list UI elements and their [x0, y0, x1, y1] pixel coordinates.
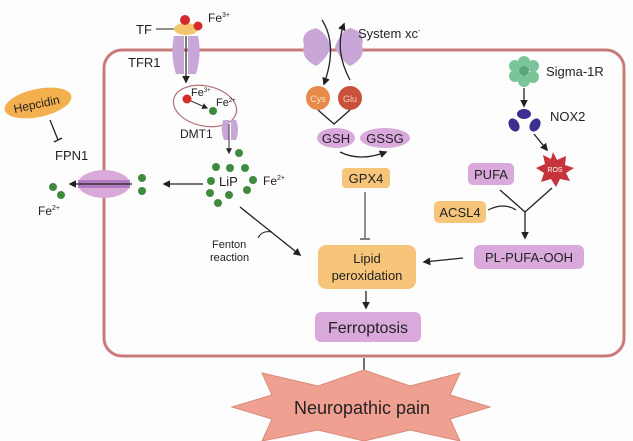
glu-molecule	[338, 86, 362, 110]
dmt1-label: DMT1	[180, 127, 213, 141]
fe2-ion	[209, 107, 217, 115]
dmt1-transporter	[221, 120, 238, 140]
acsl4-box	[434, 201, 486, 223]
hepcidin-inhibit-line	[49, 119, 59, 141]
glu-label: Glu	[343, 94, 357, 104]
hepcidin-box	[4, 87, 72, 119]
gssg-label: GSSG	[366, 131, 404, 146]
cys-import-arrow	[321, 19, 332, 86]
fe3-ion	[193, 21, 203, 31]
ferroptosis-box	[315, 312, 421, 342]
sigma1r-label: Sigma-1R	[546, 64, 604, 79]
fenton-label: Fenton	[212, 239, 246, 251]
ferroptosis-label: Ferroptosis	[328, 320, 408, 337]
nox2-label: NOX2	[550, 109, 585, 124]
neuropathic-pain-group: Neuropathic pain	[230, 358, 492, 441]
sigma1r-icon	[509, 56, 539, 87]
pufa-box	[468, 163, 514, 185]
nox2-icon	[508, 109, 541, 132]
plpufa-box	[474, 245, 584, 269]
plpufa-to-lipid-arrow	[422, 257, 464, 266]
gsh-label: GSH	[322, 131, 350, 146]
endosome-membrane	[172, 84, 238, 128]
sigma-nox2-group: Sigma-1R NOX2 ROS	[508, 56, 604, 187]
plpufa-label: PL-PUFA-OOH	[485, 250, 573, 265]
gpx4-label: GPX4	[349, 171, 384, 186]
ros-label: ROS	[547, 167, 563, 174]
system-xc-left	[303, 28, 331, 66]
gssg-box	[360, 128, 410, 148]
gsh-synthesis-lines	[317, 109, 351, 125]
neuropathic-pain-burst	[230, 369, 492, 441]
cell-membrane	[102, 48, 626, 358]
nox2-to-ros-arrow	[533, 133, 548, 152]
gsh-to-gssg-arrow	[339, 150, 388, 158]
ros-burst	[536, 152, 574, 187]
fe2-ion	[57, 191, 65, 199]
lip-fe2-label: Fe2+	[263, 174, 285, 188]
labile-iron-pool: LiP Fe2+ Fenton reaction	[162, 149, 302, 264]
tf-protein	[174, 23, 198, 35]
fenton-arrow	[239, 206, 302, 256]
fe2-ion	[138, 174, 146, 182]
fe3-ion	[180, 15, 190, 25]
fpn1-label: FPN1	[55, 148, 88, 163]
fe2-ion	[49, 183, 57, 191]
acsl4-catalysis	[487, 205, 517, 211]
core-pathway: Lipid peroxidation Ferroptosis	[315, 245, 421, 342]
endo-fe2-label: Fe2+	[216, 97, 236, 109]
endo-fe3-label: Fe3+	[191, 87, 211, 99]
tfr1-receptor	[172, 36, 200, 74]
lip-label: LiP	[219, 174, 238, 189]
gpx4-box	[342, 168, 390, 188]
fe2-ion	[138, 187, 146, 195]
cys-molecule	[306, 86, 330, 110]
reduction-arrow	[190, 100, 209, 109]
tfr1-label: TFR1	[128, 55, 161, 70]
neuropathic-pain-label: Neuropathic pain	[294, 398, 430, 418]
fpn1-group: Hepcidin FPN1 Fe2+	[4, 87, 146, 218]
glu-export-arrow	[338, 22, 351, 81]
tf-label: TF	[136, 22, 152, 37]
cys-label: Cys	[310, 94, 326, 104]
pufa-ros-merge	[499, 187, 553, 213]
acsl4-label: ACSL4	[439, 205, 480, 220]
lipid-peroxidation-box	[318, 245, 416, 289]
fe3-ion	[182, 94, 192, 104]
fenton-pointer	[257, 231, 273, 239]
system-xc-group: System xc- Cys Glu GSH GSSG GPX4	[303, 19, 421, 240]
out-fe2-label: Fe2+	[38, 204, 60, 218]
gsh-box	[317, 128, 355, 148]
pufa-label: PUFA	[474, 167, 508, 182]
system-xc-label: System xc-	[358, 26, 421, 41]
tfr1-group: TF Fe3+ TFR1	[128, 11, 230, 84]
lipid-label: Lipid	[353, 251, 380, 266]
reaction-label: reaction	[210, 252, 249, 264]
fe3-label: Fe3+	[208, 11, 230, 25]
endosome: Fe3+ Fe2+ DMT1	[172, 84, 238, 155]
pufa-group: PUFA ACSL4 PL-PUFA-OOH	[422, 163, 584, 269]
hepcidin-inhibit-bar	[53, 137, 63, 143]
peroxidation-label: peroxidation	[332, 268, 403, 283]
fe2-cluster	[206, 149, 257, 207]
